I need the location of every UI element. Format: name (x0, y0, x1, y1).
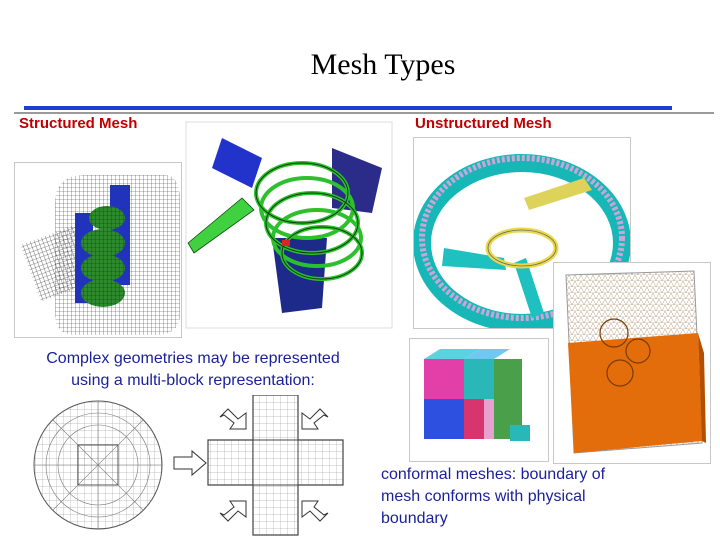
multiblock-caption-line2: using a multi-block representation: (71, 372, 315, 389)
multiblock-diagram (28, 395, 368, 537)
title-rule (24, 106, 672, 110)
unstructured-blocks-image (409, 338, 549, 462)
slide-title: Mesh Types (310, 48, 456, 81)
structured-coil-image (182, 118, 396, 332)
unstructured-cube-image (553, 262, 711, 464)
conformal-caption-line2: mesh conforms with physical (381, 488, 586, 505)
structured-cylinder-image (14, 162, 182, 338)
conformal-caption-line3: boundary (381, 510, 448, 527)
multiblock-caption-line1: Complex geometries may be represented (46, 350, 340, 367)
title-rule-shadow (14, 112, 714, 114)
unstructured-mesh-heading: Unstructured Mesh (415, 115, 552, 132)
conformal-caption-line1: conformal meshes: boundary of (381, 466, 606, 483)
multiblock-caption: Complex geometries may be represented us… (28, 348, 358, 392)
conformal-caption: conformal meshes: boundary of mesh confo… (381, 464, 671, 530)
structured-mesh-heading: Structured Mesh (19, 115, 138, 132)
